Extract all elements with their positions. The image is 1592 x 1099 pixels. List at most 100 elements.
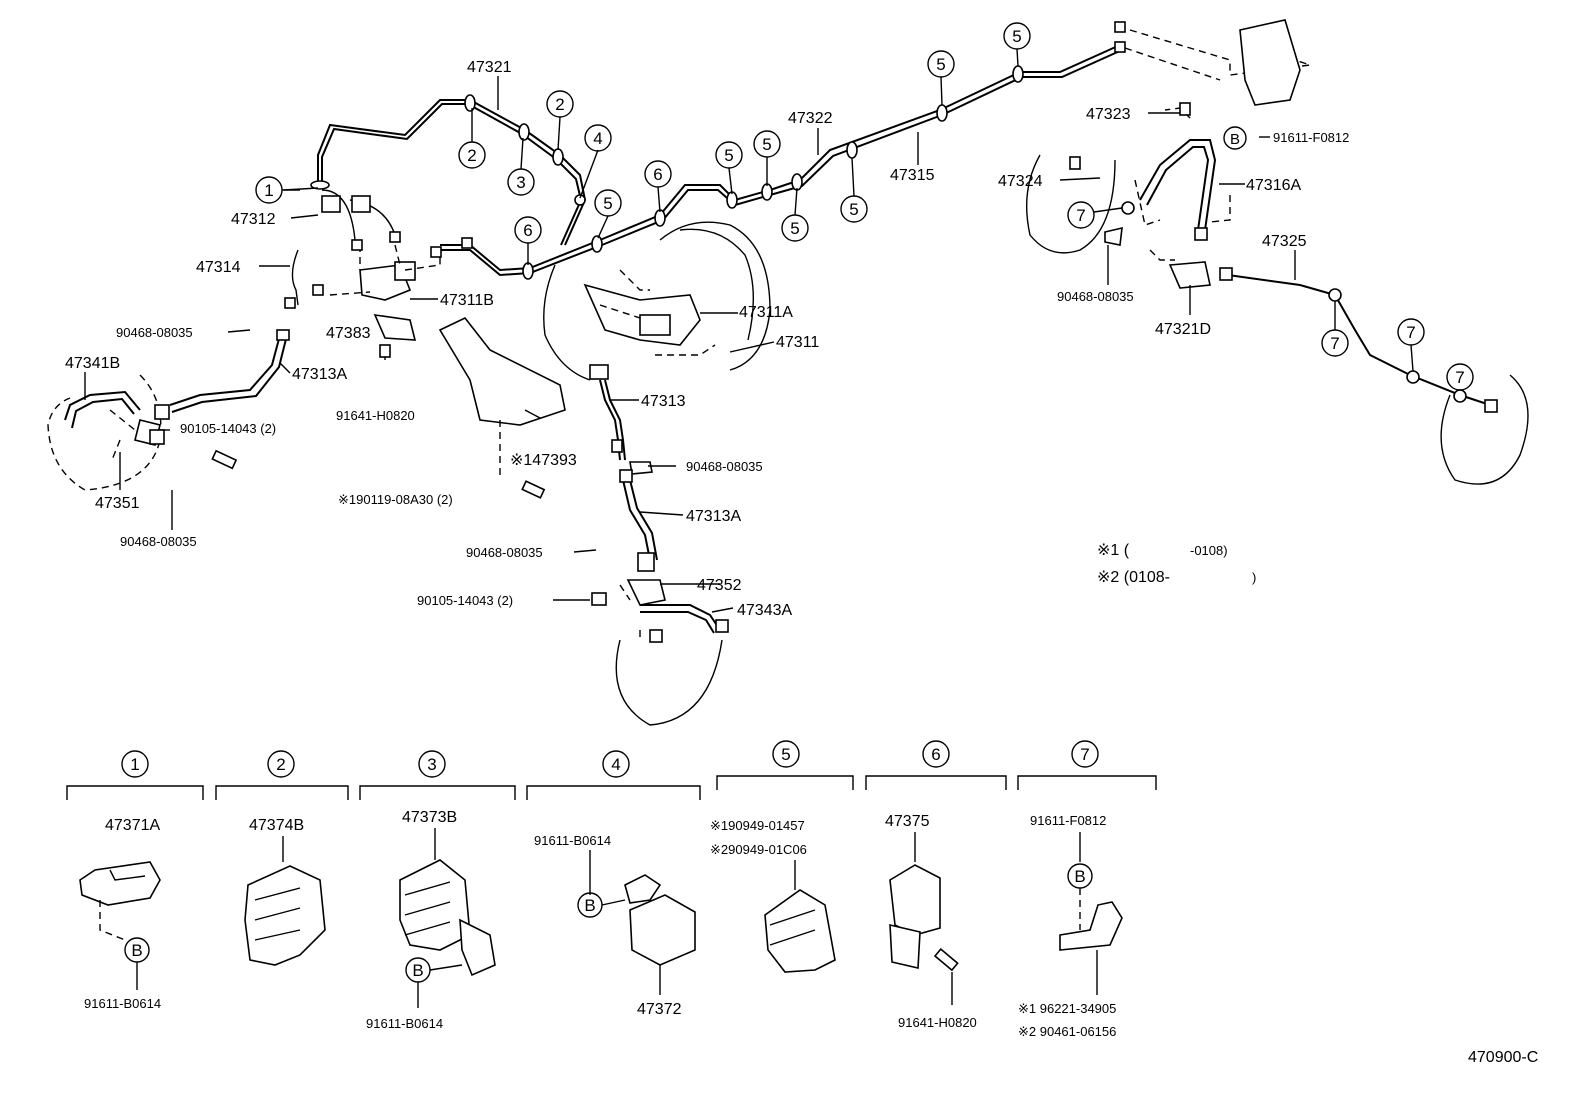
label-47311a: 47311A <box>739 304 793 321</box>
svg-text:7: 7 <box>1080 745 1089 764</box>
note-2-close: ) <box>1252 570 1256 585</box>
part-labels: 47321 47312 47314 47311B 47383 90468-080… <box>65 59 1349 619</box>
svg-text:1: 1 <box>130 755 139 774</box>
label-47315: 47315 <box>890 167 935 184</box>
legend-group-2: 2 47374B <box>215 750 349 966</box>
label-47314: 47314 <box>196 259 241 276</box>
svg-text:B: B <box>1074 867 1085 886</box>
label-47311b: 47311B <box>440 292 494 309</box>
label-47341b: 47341B <box>65 355 120 372</box>
brake-line-47321 <box>317 99 587 246</box>
svg-text:4: 4 <box>611 755 620 774</box>
label-90468-08035: 90468-08035 <box>466 545 543 560</box>
callout-1: 1 <box>255 176 283 204</box>
callout-6: 6 <box>644 160 672 188</box>
label-90105-14043: 90105-14043 (2) <box>417 593 513 608</box>
flex-hose-47313a-left <box>169 334 281 406</box>
label-47311: 47311 <box>776 334 819 351</box>
svg-text:2: 2 <box>467 146 476 165</box>
legend-90949-01c06: ※290949-01C06 <box>710 842 807 857</box>
svg-text:5: 5 <box>1012 27 1021 46</box>
callout-5: 5 <box>840 195 868 223</box>
label-47323: 47323 <box>1086 106 1131 123</box>
clamp-legend: 1 47371A B 91611-B0614 2 47374B 3 47373B <box>66 740 1157 1039</box>
svg-text:6: 6 <box>523 221 532 240</box>
legend-90461-06156: ※2 90461-06156 <box>1018 1024 1116 1039</box>
label-47383: 47383 <box>326 325 371 342</box>
label-47322: 47322 <box>788 110 833 127</box>
svg-text:3: 3 <box>427 755 436 774</box>
legend-group-3: 3 47373B B 91611-B0614 <box>359 750 516 1031</box>
diagram-code: 470900-C <box>1468 1049 1538 1066</box>
callout-2: 2 <box>458 141 486 169</box>
callout-4: 4 <box>584 124 612 152</box>
label-47313a: 47313A <box>686 508 741 525</box>
callout-5: 5 <box>594 189 622 217</box>
legend-96221-34905: ※1 96221-34905 <box>1018 1001 1116 1016</box>
label-47343a: 47343A <box>737 602 792 619</box>
callout-5: 5 <box>715 141 743 169</box>
legend-91611-b0614: 91611-B0614 <box>534 833 611 848</box>
brake-line-47322 <box>440 44 1121 272</box>
svg-text:B: B <box>1230 131 1240 148</box>
legend-47375: 47375 <box>885 813 930 830</box>
svg-text:6: 6 <box>653 165 662 184</box>
label-147393: ※147393 <box>510 452 577 469</box>
label-47352: 47352 <box>697 577 742 594</box>
label-90468-08035: 90468-08035 <box>120 534 197 549</box>
legend-47371a: 47371A <box>105 817 160 834</box>
brake-booster <box>543 221 771 381</box>
label-90105-14043: 90105-14043 (2) <box>180 421 276 436</box>
label-90119-08a30: ※190119-08A30 (2) <box>338 492 453 507</box>
svg-text:5: 5 <box>936 55 945 74</box>
legend-47373b: 47373B <box>402 809 457 826</box>
svg-text:7: 7 <box>1076 206 1085 225</box>
svg-text:B: B <box>131 941 142 960</box>
legend-91611-b0614: 91611-B0614 <box>366 1016 443 1031</box>
svg-text:5: 5 <box>781 745 790 764</box>
label-leaders <box>84 76 1296 613</box>
svg-text:7: 7 <box>1330 334 1339 353</box>
svg-text:B: B <box>584 896 595 915</box>
legend-group-5: 5 ※190949-01457 ※290949-01C06 <box>710 740 854 973</box>
flex-hose-47316a <box>1139 139 1217 231</box>
label-47313: 47313 <box>641 393 686 410</box>
brackets <box>134 19 1301 606</box>
svg-text:4: 4 <box>593 129 602 148</box>
svg-text:5: 5 <box>790 219 799 238</box>
callout-5: 5 <box>753 130 781 158</box>
legend-group-7: 7 91611-F0812 B ※1 96221-34905 ※2 90461-… <box>1017 740 1157 1039</box>
callout-7: 7 <box>1397 318 1425 346</box>
callout-6: 6 <box>514 216 542 244</box>
legend-47374b: 47374B <box>249 817 304 834</box>
svg-text:5: 5 <box>724 146 733 165</box>
svg-text:6: 6 <box>931 745 940 764</box>
label-47325: 47325 <box>1262 233 1307 250</box>
svg-text:3: 3 <box>516 173 525 192</box>
label-47351: 47351 <box>95 495 140 512</box>
svg-text:7: 7 <box>1455 368 1464 387</box>
dashed-leaders <box>109 107 1231 640</box>
note-2: ※2 (0108- <box>1097 569 1170 586</box>
callout-3: 3 <box>507 168 535 196</box>
note-1: ※1 ( <box>1097 542 1130 559</box>
label-47316a: 47316A <box>1246 177 1301 194</box>
notes: ※1 ( -0108) ※2 (0108- ) <box>1097 542 1256 586</box>
brake-lines <box>64 29 1491 634</box>
legend-91611-b0614: 91611-B0614 <box>84 996 161 1011</box>
svg-text:2: 2 <box>276 755 285 774</box>
svg-text:7: 7 <box>1406 323 1415 342</box>
svg-text:5: 5 <box>603 194 612 213</box>
legend-90949-01457: ※190949-01457 <box>710 818 805 833</box>
callout-2: 2 <box>546 90 574 118</box>
label-91611-f0812: 91611-F0812 <box>1273 130 1349 145</box>
callout-7: 7 <box>1321 329 1349 357</box>
brake-line-47325 <box>1227 274 1491 406</box>
svg-text:2: 2 <box>555 95 564 114</box>
wheel-outlines <box>47 154 1529 726</box>
legend-group-4: 4 91611-B0614 B 47372 <box>526 750 701 1018</box>
legend-group-1: 1 47371A B 91611-B0614 <box>66 750 204 1011</box>
callout-b: B <box>1223 126 1247 150</box>
callout-7: 7 <box>1446 363 1474 391</box>
label-91641-h0820: 91641-H0820 <box>336 408 415 423</box>
